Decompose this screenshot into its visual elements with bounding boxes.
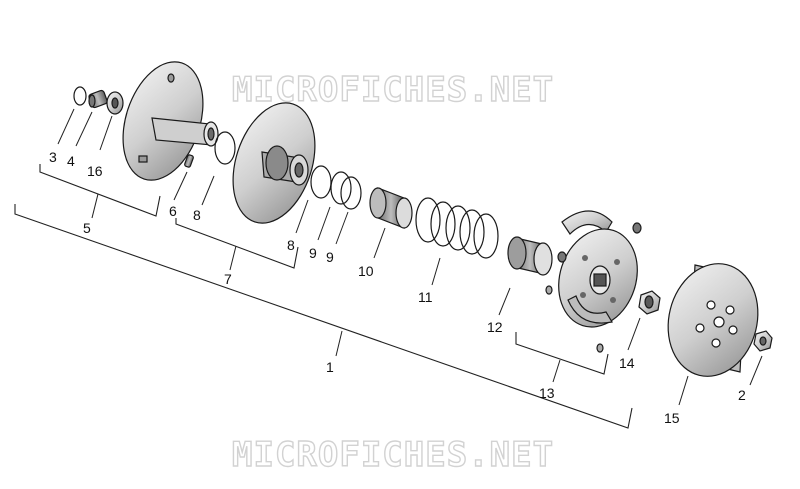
seal-rings-part (330, 171, 362, 210)
callout-5: 5 (83, 220, 91, 236)
bracket-lines (14, 164, 633, 429)
callout-9-left: 9 (309, 245, 317, 261)
callout-4: 4 (67, 153, 75, 169)
callout-7: 7 (224, 271, 232, 287)
movable-pulley-half-part (232, 102, 316, 224)
callout-10: 10 (358, 263, 374, 279)
sleeve-part (507, 236, 553, 276)
o-ring-left-part (214, 131, 236, 165)
clutch-bell-part (667, 263, 759, 377)
callout-6: 6 (169, 203, 177, 219)
pin-part (184, 154, 194, 168)
callout-2: 2 (738, 387, 746, 403)
bushing-part (369, 187, 413, 229)
circlip-part (73, 86, 87, 106)
spring-part (415, 197, 499, 259)
callout-9-right: 9 (326, 249, 334, 265)
callout-8-right: 8 (287, 237, 295, 253)
callout-8-left: 8 (193, 207, 201, 223)
leader-lines (57, 108, 763, 406)
callout-3: 3 (49, 149, 57, 165)
callout-13: 13 (539, 385, 555, 401)
callout-1: 1 (326, 359, 334, 375)
callout-14: 14 (619, 355, 635, 371)
callout-11: 11 (418, 289, 433, 305)
nut-part (638, 290, 661, 315)
callout-16: 16 (87, 163, 103, 179)
needle-bearing-part (88, 89, 108, 109)
callout-15: 15 (664, 410, 680, 426)
callout-12: 12 (487, 319, 503, 335)
fixed-pulley-half-part (122, 61, 219, 181)
watermark-bottom: MICROFICHES.NET (232, 435, 554, 475)
ball-bearing-part (106, 91, 124, 115)
clutch-assembly-part (545, 210, 642, 353)
cap-nut-part (753, 330, 773, 352)
o-ring-right-part (310, 165, 332, 199)
